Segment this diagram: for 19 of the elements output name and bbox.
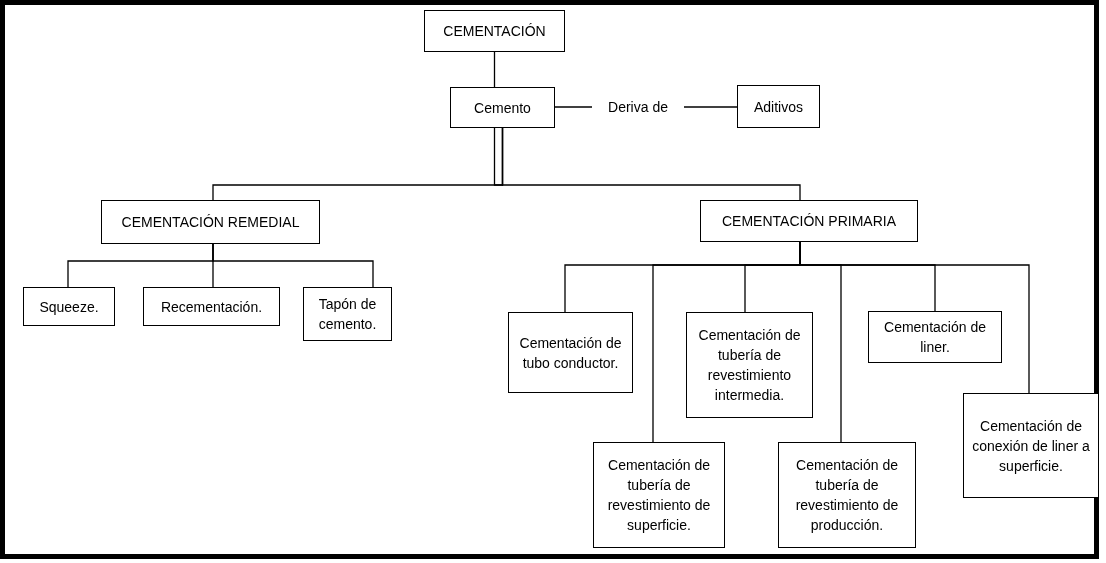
connector-line [212,243,374,288]
process-box: Recementación. [143,287,280,326]
process-box: CEMENTACIÓN REMEDIAL [101,200,320,244]
process-box: Cemento [450,87,555,128]
connector-line [501,127,801,201]
link-label: Deriva de [592,95,684,119]
process-box: Cementación de conexión de liner a superficie. [963,393,1099,498]
process-box: Aditivos [737,85,820,128]
process-box: Cementación de tubo conductor. [508,312,633,393]
process-box: CEMENTACIÓN PRIMARIA [700,200,918,242]
process-box: Cementación de tubería de revestimiento intermedia. [686,312,813,418]
process-box: Cementación de tubería de revestimiento de producción. [778,442,916,548]
connector-line [683,106,738,108]
process-box: Squeeze. [23,287,115,326]
process-box: Cementación de tubería de revestimiento de superficie. [593,442,725,548]
process-box: Cementación de liner. [868,311,1002,363]
connector-line [554,106,593,108]
process-box: Tapón de cemento. [303,287,392,341]
process-box: CEMENTACIÓN [424,10,565,52]
